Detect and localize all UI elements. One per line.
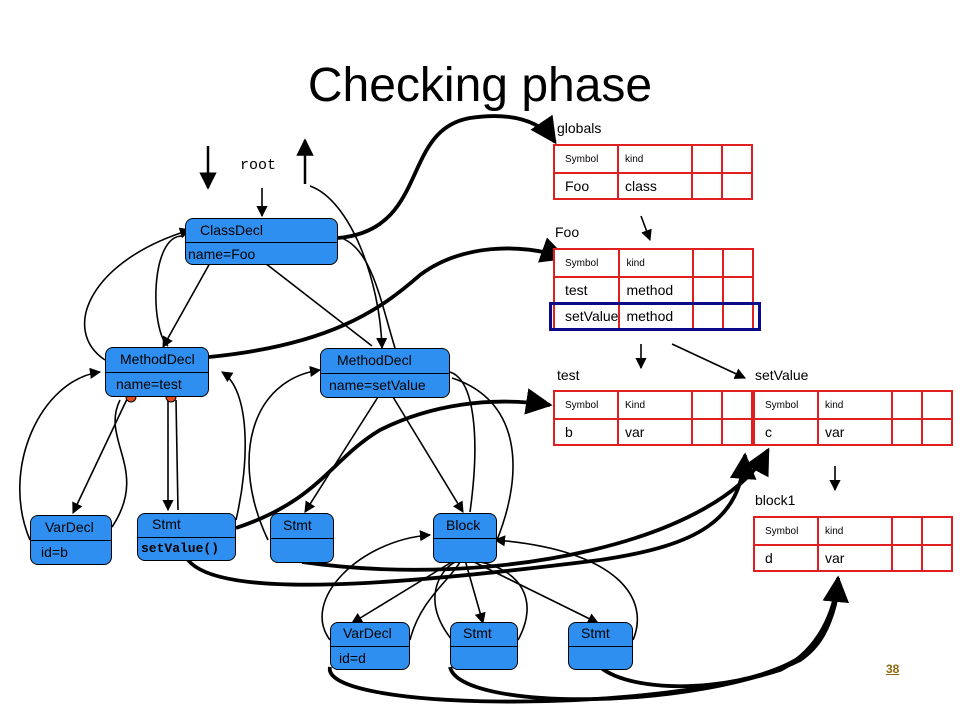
header-symbol: Symbol — [753, 516, 819, 546]
block-right-curve — [451, 377, 514, 541]
block-node[interactable]: Block — [433, 513, 497, 563]
methoddecl-setvalue-node[interactable]: MethodDecl name=setValue — [320, 348, 450, 398]
stmt-setvalue-node[interactable]: Stmt setValue() — [137, 513, 236, 561]
methoddecl-test-to-vardecl-edge — [72, 396, 129, 515]
page-number: 38 — [886, 662, 900, 676]
vardecl-d-left-curve — [321, 530, 432, 641]
node-head-label: ClassDecl — [200, 222, 264, 238]
node-head-label: MethodDecl — [120, 351, 195, 367]
symbol-cell: d — [753, 544, 819, 572]
stmt-return-to-methoddecl-edge — [175, 399, 179, 511]
vardecl-b-node[interactable]: VarDecl id=b — [30, 515, 112, 565]
header-kind: kind — [618, 248, 695, 278]
node-body-label: id=d — [339, 650, 366, 666]
stmt-to-setvalue-table-link — [301, 447, 770, 572]
classdecl-node[interactable]: ClassDecl name=Foo — [185, 218, 338, 265]
stmt-3-right-curve — [493, 535, 639, 641]
stmt-right-return-curve — [221, 371, 246, 521]
node-body-label: name=Foo — [188, 246, 256, 262]
stmt-setvalue-to-setvalue-link — [186, 452, 757, 587]
setvalue-table-name: setValue — [755, 367, 809, 383]
block1-table-name: block1 — [755, 492, 796, 508]
kind-cell: var — [617, 418, 693, 446]
globals-to-foo-arrow — [640, 215, 652, 242]
methoddecl-test-vardecl-loop — [111, 399, 128, 528]
methoddecl-return-curve — [83, 227, 192, 361]
classdecl-to-methoddecl-setvalue-edge — [264, 262, 373, 347]
globals-table-name: globals — [557, 120, 602, 136]
node-body-label: id=b — [41, 544, 68, 560]
header-symbol: Symbol — [552, 248, 621, 278]
kind-cell: class — [617, 172, 693, 200]
foo-table-name: Foo — [555, 224, 580, 240]
vardecl-return-curve — [19, 367, 102, 541]
classdecl-return-curve-left — [155, 235, 183, 347]
node-body-label: name=test — [116, 376, 182, 392]
node-head-label: Stmt — [283, 517, 312, 533]
kind-cell: method — [618, 302, 695, 330]
symbol-cell: b — [553, 418, 619, 446]
node-head-label: VarDecl — [45, 519, 94, 535]
node-head-label: Stmt — [581, 625, 610, 641]
node-head-label: VarDecl — [343, 625, 392, 641]
stmt-node-2[interactable]: Stmt — [450, 622, 518, 670]
stmt-node-3[interactable]: Stmt — [568, 622, 633, 670]
foo-to-setvalue-arrow — [671, 343, 747, 379]
node-head-label: Stmt — [152, 516, 181, 532]
node-head-label: Block — [446, 517, 481, 533]
header-kind: Kind — [617, 390, 693, 420]
root-to-methoddecl-setvalue-edge — [309, 185, 388, 350]
kind-cell: var — [817, 544, 893, 572]
kind-cell: var — [817, 418, 893, 446]
methoddecl-setvalue-left-curve — [248, 365, 322, 541]
node-head-label: MethodDecl — [337, 352, 412, 368]
root-label: root — [240, 157, 277, 174]
node-body-label: setValue() — [141, 541, 220, 556]
block-to-stmt-3-edge — [469, 559, 600, 624]
header-symbol: Symbol — [553, 390, 619, 420]
header-symbol: Symbol — [753, 390, 819, 420]
symbol-cell: c — [753, 418, 819, 446]
kind-cell: method — [618, 276, 695, 304]
stmt-3-to-block1-link — [598, 577, 840, 689]
node-body-label: name=setValue — [329, 377, 426, 393]
stmt-setvalue-to-test-link — [235, 388, 553, 530]
methoddecl-test-node[interactable]: MethodDecl name=test — [105, 347, 209, 397]
classdecl-to-globals-link — [337, 114, 557, 240]
stmt-2-left-curve — [434, 561, 456, 641]
symbol-cell: Foo — [553, 172, 619, 200]
block-to-stmt-2-edge — [464, 559, 486, 625]
header-symbol: Symbol — [553, 144, 619, 174]
stmt-node[interactable]: Stmt — [270, 513, 334, 563]
node-head-label: Stmt — [463, 625, 492, 641]
methoddecl-test-to-foo-link — [208, 237, 568, 359]
methoddecl-setvalue-to-block-edge — [392, 396, 464, 513]
vardecl-d-node[interactable]: VarDecl id=d — [330, 622, 410, 670]
test-table-name: test — [557, 367, 580, 383]
symbol-cell: test — [552, 276, 621, 304]
header-kind: kind — [817, 516, 893, 546]
slide-title: Checking phase — [307, 59, 653, 112]
header-kind: kind — [617, 144, 693, 174]
methoddecl-setvalue-to-stmt-edge — [304, 396, 379, 513]
header-kind: kind — [817, 390, 893, 420]
methoddecl-setvalue-right-curve — [449, 371, 476, 513]
classdecl-to-methoddecl-test-edge — [162, 262, 211, 348]
symbol-cell: setValue — [552, 302, 621, 330]
